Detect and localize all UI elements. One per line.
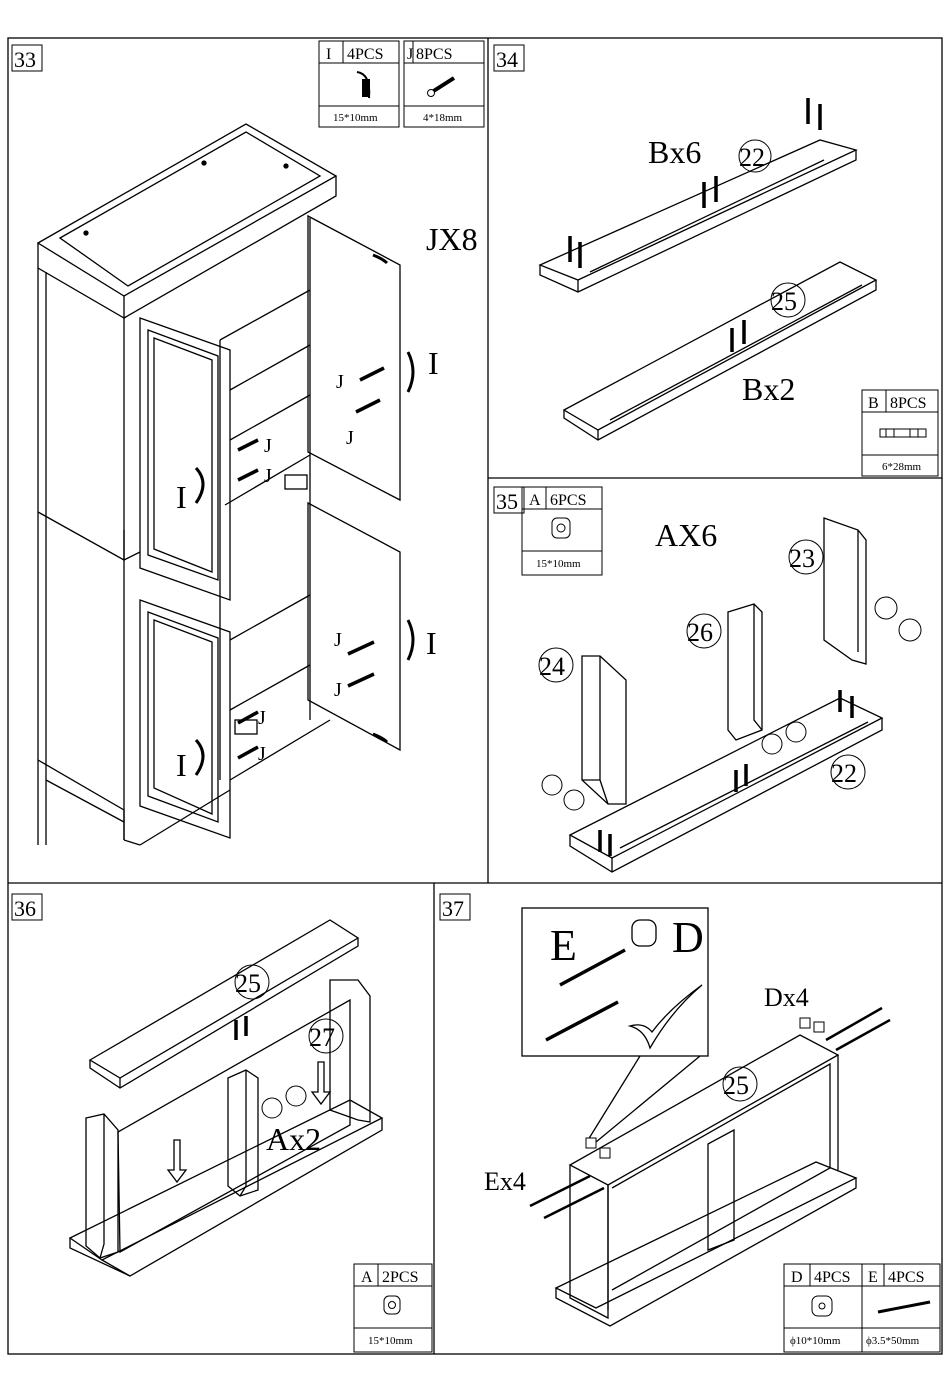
step-number: 33 bbox=[14, 47, 36, 72]
part-qty: 8PCS bbox=[890, 395, 926, 412]
bx6-label: Bx6 bbox=[648, 134, 701, 170]
long-screw-icon bbox=[878, 1302, 930, 1312]
dx4-label: Dx4 bbox=[764, 983, 809, 1012]
part-letter: A bbox=[529, 492, 541, 509]
part-letter: D bbox=[791, 1269, 803, 1286]
part-letter: A bbox=[361, 1269, 373, 1286]
callout-screw: J bbox=[258, 707, 266, 729]
multiplier-label: AX6 bbox=[655, 517, 717, 553]
part-size: 6*28mm bbox=[882, 461, 922, 473]
inset-d-label: D bbox=[672, 913, 704, 962]
panel-25 bbox=[564, 262, 876, 440]
cabinet-drawing bbox=[38, 124, 413, 845]
part-letter: B bbox=[868, 395, 879, 412]
callout-screw: J bbox=[264, 465, 272, 487]
callout-handle: I bbox=[426, 625, 437, 661]
cam-lock-set bbox=[262, 1086, 306, 1118]
screw-icon bbox=[428, 78, 455, 97]
step-35: 35 A 6PCS 15*10mm AX6 bbox=[494, 487, 921, 872]
part-qty: 6PCS bbox=[550, 492, 586, 509]
handle-icon bbox=[357, 72, 369, 98]
panel-number: 26 bbox=[687, 618, 713, 647]
panel-number: 25 bbox=[723, 1071, 749, 1100]
callout-screw: J bbox=[346, 427, 354, 449]
panel-number: 22 bbox=[831, 759, 857, 788]
part-size: 15*10mm bbox=[536, 558, 581, 570]
callout-screw: J bbox=[334, 679, 342, 701]
cam-lock-icon bbox=[552, 518, 570, 538]
part-qty: 8PCS bbox=[416, 46, 452, 63]
frame-drawing bbox=[70, 920, 382, 1276]
step-number: 34 bbox=[496, 47, 518, 72]
panel-number: 23 bbox=[789, 544, 815, 573]
callout-screw: J bbox=[336, 371, 344, 393]
part-size: 4*18mm bbox=[423, 112, 463, 124]
frame-drawing bbox=[570, 518, 882, 872]
assembly-drawing bbox=[556, 1035, 856, 1326]
panel-number: 22 bbox=[739, 143, 765, 172]
part-size: 15*10mm bbox=[368, 1335, 413, 1347]
panel-number: 27 bbox=[309, 1023, 335, 1052]
dowel-set bbox=[600, 690, 852, 856]
callout-screw: J bbox=[334, 629, 342, 651]
step-37: 37 E D Dx4 Ex4 bbox=[440, 894, 940, 1352]
cam-lock-icon bbox=[384, 1296, 400, 1314]
long-screw-set bbox=[530, 1008, 890, 1218]
part-qty: 2PCS bbox=[382, 1269, 418, 1286]
callout-handle: I bbox=[176, 747, 187, 783]
step-number: 37 bbox=[442, 896, 464, 921]
dowel-set bbox=[236, 1016, 246, 1040]
part-letter: I bbox=[326, 46, 331, 63]
callout-screw: J bbox=[258, 743, 266, 765]
callout-handle: I bbox=[428, 345, 439, 381]
bx2-label: Bx2 bbox=[742, 371, 795, 407]
ex4-label: Ex4 bbox=[484, 1167, 526, 1196]
part-qty: 4PCS bbox=[347, 46, 383, 63]
multiplier-label: Ax2 bbox=[266, 1121, 321, 1157]
part-size: ϕ3.5*50mm bbox=[866, 1335, 920, 1347]
callout-screw: J bbox=[264, 435, 272, 457]
step-number: 36 bbox=[14, 896, 36, 921]
part-letter: E bbox=[868, 1269, 878, 1286]
inset-e-label: E bbox=[550, 921, 577, 970]
screw-set bbox=[238, 368, 384, 758]
part-qty: 4PCS bbox=[888, 1269, 924, 1286]
panel-number: 25 bbox=[235, 969, 261, 998]
part-size: 15*10mm bbox=[333, 112, 378, 124]
panel-number: 24 bbox=[539, 652, 565, 681]
callout-handle: I bbox=[176, 479, 187, 515]
panel-number: 25 bbox=[771, 287, 797, 316]
barrel-nut-icon bbox=[812, 1296, 832, 1316]
step-34: 34 Bx6 Bx2 22 25 bbox=[494, 45, 938, 476]
step-36: 36 bbox=[12, 894, 432, 1352]
part-letter: J bbox=[407, 46, 413, 63]
step-33: 33 I 4PCS 15*10mm J 8PCS 4*18mm JX8 bbox=[12, 41, 484, 845]
step-number: 35 bbox=[496, 489, 518, 514]
multiplier-label: JX8 bbox=[426, 221, 478, 257]
part-size: ϕ10*10mm bbox=[790, 1335, 841, 1347]
part-qty: 4PCS bbox=[814, 1269, 850, 1286]
dowel-icon bbox=[880, 429, 926, 437]
